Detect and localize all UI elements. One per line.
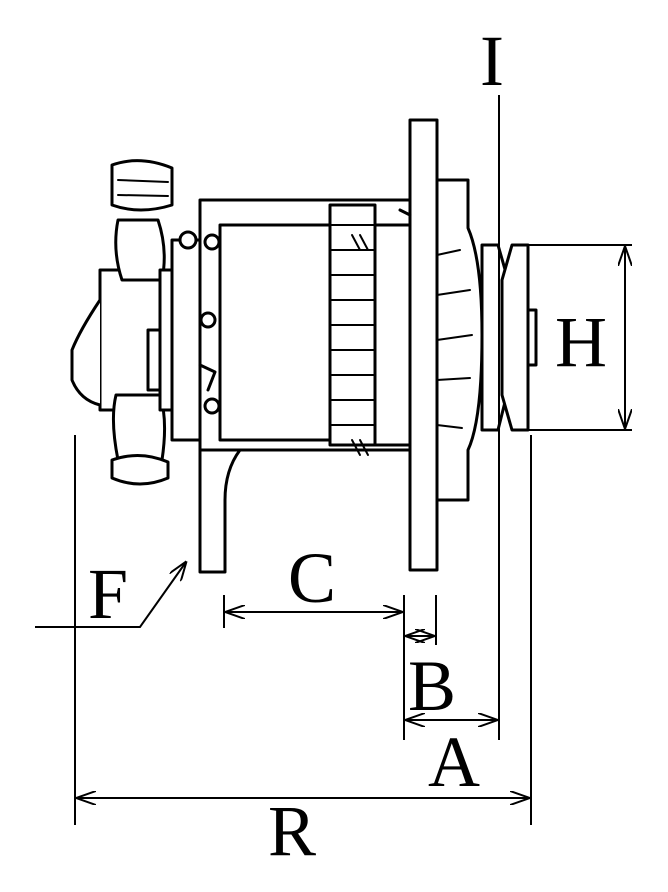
front-housing: [435, 178, 484, 502]
label-f: F: [88, 554, 128, 634]
dimension-f-leader: [35, 562, 186, 628]
label-c: C: [288, 538, 336, 618]
label-r: R: [268, 791, 316, 871]
label-i: I: [480, 21, 504, 101]
alternator-drawing: [70, 118, 538, 574]
stator-frame: [178, 198, 437, 456]
mounting-bracket: [198, 118, 439, 574]
label-b: B: [408, 646, 456, 726]
pulley: [480, 243, 538, 432]
dimension-labels: I H C F B A R: [88, 21, 607, 871]
rear-housing: [70, 159, 204, 486]
label-a: A: [428, 722, 480, 802]
dimension-lines: [35, 95, 632, 825]
label-h: H: [555, 302, 607, 382]
